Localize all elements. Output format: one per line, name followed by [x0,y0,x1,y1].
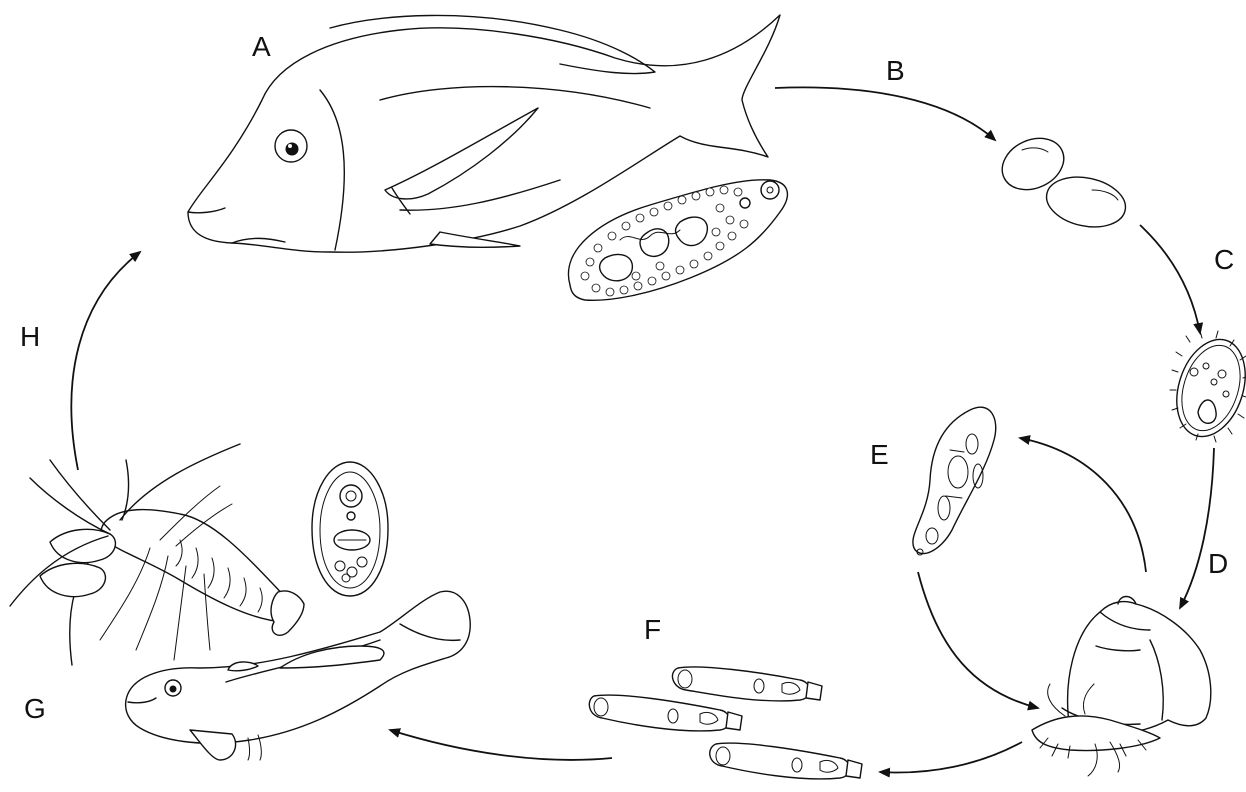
stage-label-b: B [886,57,905,85]
arrow-a-to-b [775,87,995,140]
cercaria-1 [672,667,822,701]
arrow-b-to-c [1140,225,1200,333]
snail-host-icon [1032,597,1211,777]
arrow-f-to-g [390,730,612,760]
sporocyst-icon [913,407,996,555]
stage-label-h: H [20,323,40,351]
metacercaria-cyst-icon [312,462,388,596]
stage-label-d: D [1208,550,1228,578]
arrow-c-to-d [1180,448,1214,608]
cercaria-icon [589,667,862,779]
cercaria-2 [589,695,742,731]
arrow-d-to-f [880,742,1022,773]
arrow-d-to-e [1020,438,1146,572]
shrimp-host-icon [10,444,304,660]
stage-label-a: A [252,33,271,61]
arrow-h-to-a [71,252,140,470]
arrow-e-to-d [918,572,1038,708]
cercaria-3 [710,743,862,779]
stage-label-e: E [870,441,889,469]
stage-label-c: C [1214,246,1234,274]
egg-icon [994,129,1130,234]
stage-label-f: F [644,616,661,644]
stage-label-g: G [24,695,46,723]
adult-fluke-icon [568,180,787,301]
miracidium-icon [1165,331,1246,446]
